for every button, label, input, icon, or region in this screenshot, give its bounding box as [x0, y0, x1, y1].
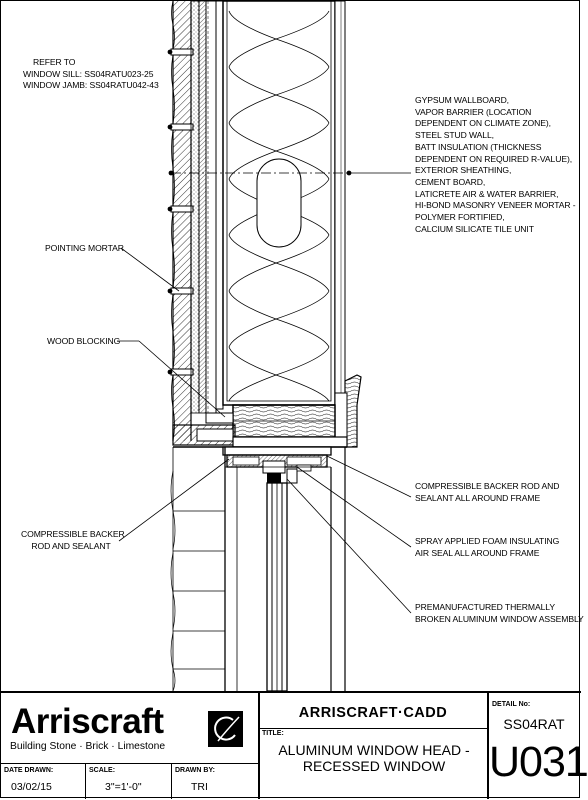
pointing-mortar-note: POINTING MORTAR: [45, 243, 124, 253]
spray-foam-line: AIR SEAL ALL AROUND FRAME: [415, 547, 540, 558]
wall-assembly-line: POLYMER FORTIFIED,: [415, 212, 505, 223]
wall-assembly-line: VAPOR BARRIER (LOCATION: [415, 106, 532, 117]
wall-assembly-line: DEPENDENT ON REQUIRED R-VALUE),: [415, 153, 573, 164]
backer-rod-right-note: COMPRESSIBLE BACKER ROD AND SEALANT ALL …: [415, 481, 559, 504]
wall-assembly-note: GYPSUM WALLBOARD, VAPOR BARRIER (LOCATIO…: [415, 95, 576, 235]
title-block: [1, 691, 581, 799]
spray-foam-line: SPRAY APPLIED FOAM INSULATING: [415, 536, 560, 546]
drawing-title-line: RECESSED WINDOW: [302, 758, 446, 774]
wall-assembly-line: CALCIUM SILICATE TILE UNIT: [415, 223, 534, 234]
refer-line: WINDOW SILL: SS04RATU023-25: [23, 68, 154, 79]
wall-assembly-line: CEMENT BOARD,: [415, 176, 486, 187]
backer-rod-left-note: COMPRESSIBLE BACKER ROD AND SEALANT: [21, 529, 125, 552]
date-label: DATE DRAWN:: [4, 767, 54, 774]
sheet-number: U031: [489, 738, 588, 786]
wall-assembly-line: HI-BOND MASONRY VENEER MORTAR -: [415, 200, 576, 211]
window-assembly-note: PREMANUFACTURED THERMALLY BROKEN ALUMINU…: [415, 602, 584, 625]
section-drawing: [117, 0, 412, 692]
refer-line: REFER TO: [33, 57, 76, 67]
tile-units: [167, 0, 194, 442]
drawn-by-label: DRAWN BY:: [175, 767, 215, 774]
wall-assembly-line: LATICRETE AIR & WATER BARRIER,: [415, 188, 559, 199]
window-assembly-line: BROKEN ALUMINUM WINDOW ASSEMBLY: [415, 613, 584, 624]
logo-wordmark: Arriscraft: [11, 702, 164, 741]
wall-assembly-line: BATT INSULATION (THICKNESS: [415, 141, 542, 152]
wall-layers: [190, 0, 224, 414]
wall-assembly-line: EXTERIOR SHEATHING,: [415, 165, 512, 176]
interior-trim: [334, 374, 362, 448]
refer-line: WINDOW JAMB: SS04RATU042-43: [23, 80, 159, 91]
wall-assembly-line: DEPENDENT ON CLIMATE ZONE),: [415, 118, 551, 129]
cad-title: ARRISCRAFT·CADD: [298, 705, 448, 721]
window-assembly-line: PREMANUFACTURED THERMALLY: [415, 602, 555, 612]
section-cut-line: [168, 170, 352, 176]
detail-label: DETAIL No:: [492, 701, 531, 708]
scale-label: SCALE:: [89, 767, 116, 774]
drawn-by-value: TRI: [191, 781, 208, 793]
wall-assembly-line: GYPSUM WALLBOARD,: [415, 95, 509, 105]
backer-rod-right-line: COMPRESSIBLE BACKER ROD AND: [415, 481, 560, 491]
wall-assembly-line: STEEL STUD WALL,: [415, 130, 494, 141]
drawing-title: ALUMINUM WINDOW HEAD - RECESSED WINDOW: [263, 742, 485, 774]
leader-lines: [117, 172, 412, 614]
scale-value: 3"=1'-0": [105, 781, 142, 793]
backer-rod-left-line: COMPRESSIBLE BACKER: [21, 529, 125, 539]
wood-blocking-note: WOOD BLOCKING: [47, 336, 121, 346]
refer-note: REFER TO WINDOW SILL: SS04RATU023-25 WIN…: [23, 57, 159, 92]
logo-mark-icon: [208, 711, 243, 747]
detail-number: SS04RAT: [503, 716, 565, 732]
backer-rod-left-line: ROD AND SEALANT: [31, 540, 111, 551]
backer-rod-right-line: SEALANT ALL AROUND FRAME: [415, 492, 541, 503]
drawing-title-line: ALUMINUM WINDOW HEAD -: [278, 742, 470, 758]
masonry-below: [170, 447, 346, 692]
spray-foam-note: SPRAY APPLIED FOAM INSULATING AIR SEAL A…: [415, 536, 559, 559]
stud-cavity: [222, 0, 346, 406]
logo-tagline: Building Stone · Brick · Limestone: [10, 741, 166, 752]
window-frame: [222, 446, 332, 692]
wood-blocking: [205, 404, 336, 438]
title-label: TITLE:: [262, 730, 284, 737]
date-value: 03/02/15: [11, 781, 52, 793]
